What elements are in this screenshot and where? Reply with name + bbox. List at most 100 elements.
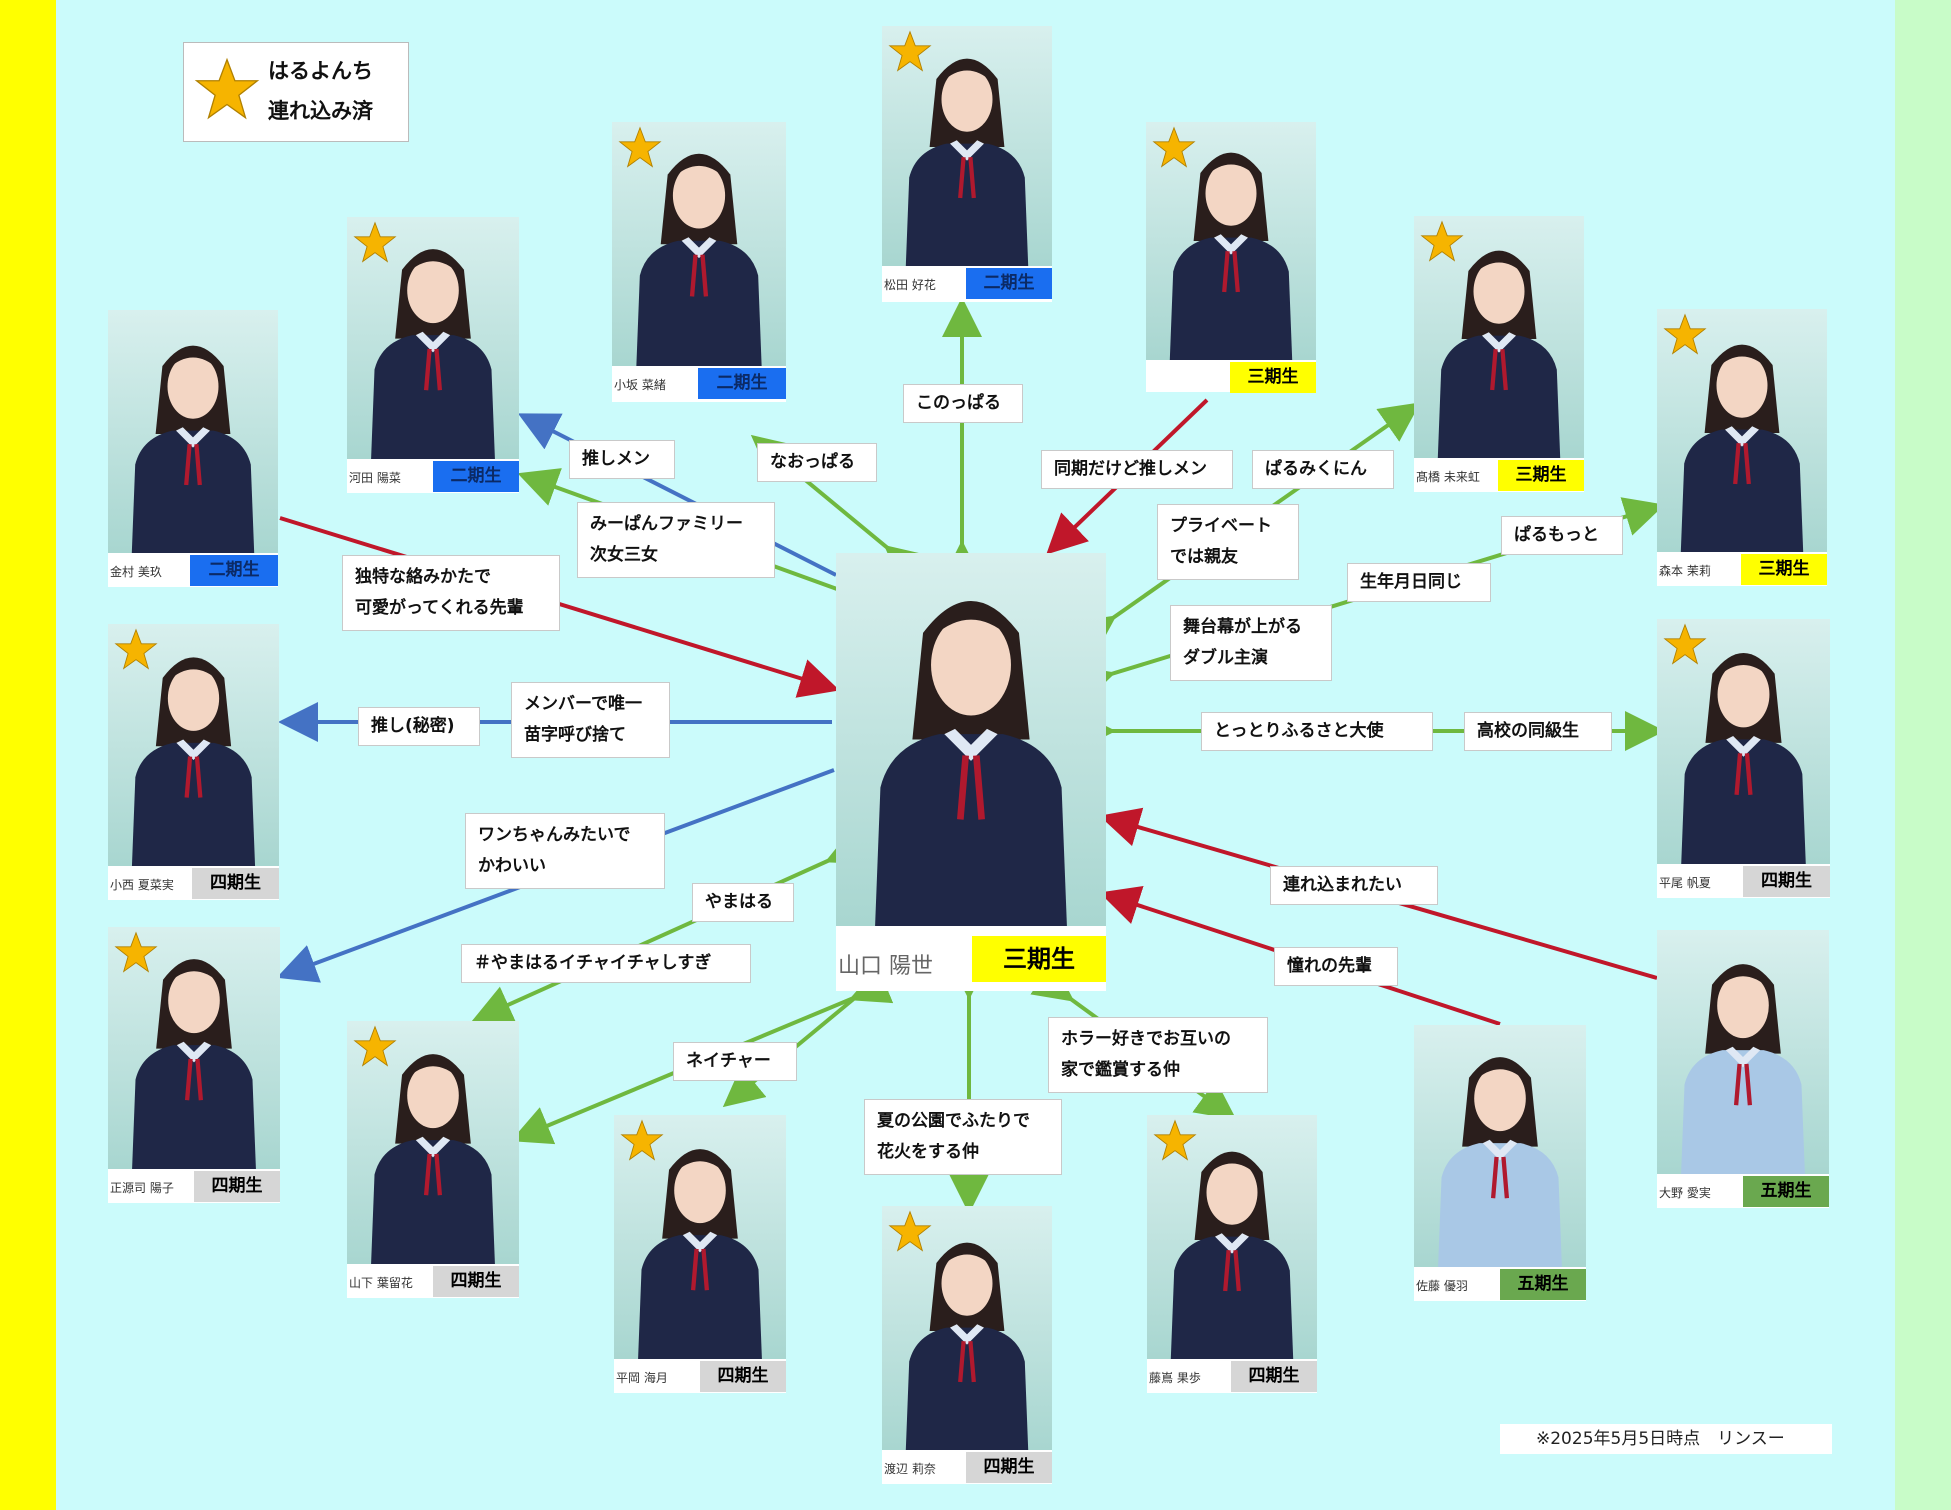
member-card-yamashita: 山下 葉留花四期生 xyxy=(347,1021,519,1298)
relationship-label-watanabe: 夏の公園でふたりで花火をする仲 xyxy=(864,1099,1062,1175)
member-card-watanabe: 渡辺 莉奈四期生 xyxy=(882,1206,1052,1484)
member-card-kami-mura: 三期生 xyxy=(1146,122,1316,393)
member-photo xyxy=(1414,216,1584,458)
relationship-label-konishi: メンバーで唯一苗字呼び捨て xyxy=(511,682,670,758)
star-icon xyxy=(114,931,158,973)
label-text: ワンちゃんみたいで xyxy=(478,825,631,845)
generation-badge: 三期生 xyxy=(1498,460,1584,491)
member-photo xyxy=(108,927,280,1169)
left-yellow-stripe xyxy=(0,0,56,1510)
member-name: 小西 夏菜実 xyxy=(110,878,174,892)
member-card-takahashi: 髙橋 未来虹 三期生 xyxy=(1414,216,1584,492)
generation-badge: 五期生 xyxy=(1743,1176,1829,1207)
relationship-label-stage: 舞台幕が上がるダブル主演 xyxy=(1170,605,1332,681)
relationship-label-hirao: 高校の同級生 xyxy=(1464,712,1612,751)
member-photo xyxy=(1657,930,1829,1174)
member-photo xyxy=(882,1206,1052,1450)
star-icon xyxy=(618,126,662,168)
member-name: 佐藤 優羽 xyxy=(1416,1279,1468,1293)
member-card-kanemura: 金村 美玖二期生 xyxy=(108,310,278,587)
label-text: 生年月日同じ xyxy=(1360,572,1462,592)
member-card-kosaka: 小坂 菜緒 二期生 xyxy=(612,122,786,402)
relationship-label-sato: 憧れの先輩 xyxy=(1274,947,1398,986)
member-card-matsuda: 松田 好花二期生 xyxy=(882,26,1052,302)
member-card-shogenji: 正源司 陽子四期生 xyxy=(108,927,280,1203)
member-name: 渡辺 莉奈 xyxy=(884,1462,936,1476)
member-name: 山下 葉留花 xyxy=(349,1276,413,1290)
relationship-label-yamashita: ＃やまはるイチャイチャしすぎ xyxy=(461,944,751,983)
relationship-label-ohno: 連れ込まれたい xyxy=(1270,866,1438,905)
member-photo xyxy=(1657,309,1827,552)
label-text: かわいい xyxy=(478,856,546,876)
member-name: 藤嶌 果歩 xyxy=(1149,1371,1201,1385)
member-card-fujishima: 藤嶌 果歩 四期生 xyxy=(1147,1115,1317,1393)
star-icon xyxy=(888,1210,932,1252)
relationship-label-hiraoka: ネイチャー xyxy=(673,1042,797,1081)
label-text: では親友 xyxy=(1170,547,1238,567)
member-photo xyxy=(612,122,786,366)
relationship-label-private: プライベートでは親友 xyxy=(1157,504,1299,580)
member-card-konishi: 小西 夏菜実 四期生 xyxy=(108,624,279,900)
relationship-label-hirao: とっとりふるさと大使 xyxy=(1201,712,1433,751)
label-text: 次女三女 xyxy=(590,545,658,565)
label-text: 可愛がってくれる先輩 xyxy=(355,598,524,618)
member-name: 河田 陽菜 xyxy=(349,471,401,485)
member-card-sato: 佐藤 優羽 五期生 xyxy=(1414,1025,1586,1301)
member-name: 髙橋 未来虹 xyxy=(1416,470,1480,484)
star-icon xyxy=(353,221,397,263)
label-text: メンバーで唯一 xyxy=(524,694,642,714)
member-photo xyxy=(347,1021,519,1264)
generation-badge: 三期生 xyxy=(1741,554,1827,585)
label-text: 夏の公園でふたりで xyxy=(877,1111,1030,1131)
member-card-hiraoka: 平岡 海月 四期生 xyxy=(614,1115,786,1393)
member-photo xyxy=(1147,1115,1317,1359)
relationship-label-kamimura: 同期だけど推しメン xyxy=(1041,450,1233,489)
member-card-ohno: 大野 愛実 五期生 xyxy=(1657,930,1829,1208)
star-icon xyxy=(1153,1119,1197,1161)
member-name: 松田 好花 xyxy=(884,278,936,292)
generation-badge: 三期生 xyxy=(1230,362,1316,393)
label-text: とっとりふるさと大使 xyxy=(1214,721,1384,741)
member-card-morimoto: 森本 茉莉三期生 xyxy=(1657,309,1827,586)
label-text: 花火をする仲 xyxy=(877,1142,979,1162)
generation-badge: 二期生 xyxy=(698,368,786,399)
star-icon xyxy=(1420,220,1464,262)
relationship-label-matsuda: このっぱる xyxy=(903,384,1023,423)
generation-badge: 四期生 xyxy=(700,1361,786,1392)
label-text: 独特な絡みかたで xyxy=(355,567,491,587)
member-name: 大野 愛実 xyxy=(1659,1186,1711,1200)
relationship-label-morimoto: 生年月日同じ xyxy=(1347,563,1491,602)
label-text: プライベート xyxy=(1170,516,1272,536)
label-text: ＃やまはるイチャイチャしすぎ xyxy=(474,953,712,973)
member-name: 小坂 菜緒 xyxy=(614,378,666,392)
label-text: ネイチャー xyxy=(686,1051,771,1071)
legend-line2: 連れ込み済 xyxy=(268,99,373,123)
member-photo xyxy=(108,310,278,553)
star-icon xyxy=(620,1119,664,1161)
label-text: 苗字呼び捨て xyxy=(524,725,626,745)
star-icon xyxy=(1663,623,1707,665)
member-photo xyxy=(1146,122,1316,360)
label-text: ぱるみくにん xyxy=(1265,459,1367,479)
star-icon xyxy=(194,57,260,120)
legend-box: はるよんち 連れ込み済 xyxy=(183,42,409,142)
label-text: 舞台幕が上がる xyxy=(1183,617,1302,637)
member-card-center: 山口 陽世三期生 xyxy=(836,553,1106,991)
label-text: 憧れの先輩 xyxy=(1287,956,1372,976)
member-name: 正源司 陽子 xyxy=(110,1181,174,1195)
label-text: 推しメン xyxy=(582,449,650,469)
generation-badge: 二期生 xyxy=(190,555,278,586)
member-photo xyxy=(347,217,519,459)
generation-badge: 四期生 xyxy=(1231,1361,1317,1392)
label-text: 高校の同級生 xyxy=(1477,721,1579,741)
member-name: 平岡 海月 xyxy=(616,1371,668,1385)
member-name: 平尾 帆夏 xyxy=(1659,876,1711,890)
member-photo xyxy=(1414,1025,1586,1267)
relationship-label-kosaka: なおっぱる xyxy=(757,443,877,482)
date-note: ※2025年5月5日時点 リンスー xyxy=(1500,1424,1832,1454)
generation-badge: 三期生 xyxy=(972,936,1106,982)
star-icon xyxy=(1152,126,1196,168)
relationship-label-fujishima: ホラー好きでお互いの家で鑑賞する仲 xyxy=(1048,1017,1268,1093)
generation-badge: 五期生 xyxy=(1500,1269,1586,1300)
generation-badge: 四期生 xyxy=(192,868,279,899)
